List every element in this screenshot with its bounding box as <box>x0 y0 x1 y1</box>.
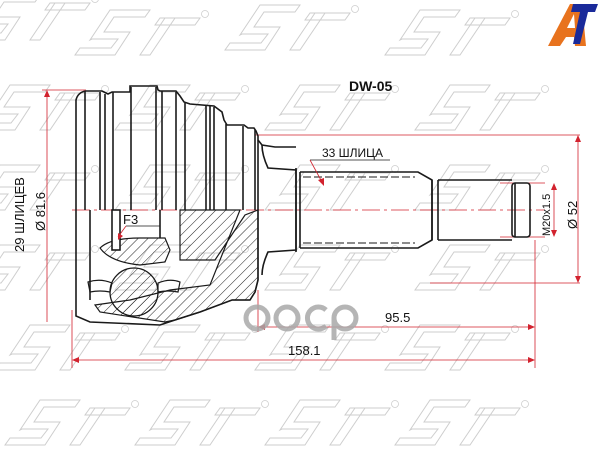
section-f3-label: F3 <box>123 212 139 227</box>
inner-splines-label: 29 ШЛИЦЕВ <box>12 177 27 252</box>
part-code: DW-05 <box>349 78 393 94</box>
shaft-diameter-label: Ø 52 <box>565 200 580 229</box>
watermark-pattern <box>0 0 549 446</box>
shaft-length-label: 95.5 <box>385 310 411 325</box>
brand-logo <box>548 4 598 46</box>
thread-label: M20x1.5 <box>541 193 553 236</box>
shaft-splines-label: 33 ШЛИЦА <box>322 146 384 160</box>
total-length-label: 158.1 <box>288 343 321 358</box>
overlay-watermark <box>243 304 359 340</box>
outer-diameter-label: Ø 81.6 <box>33 191 48 231</box>
